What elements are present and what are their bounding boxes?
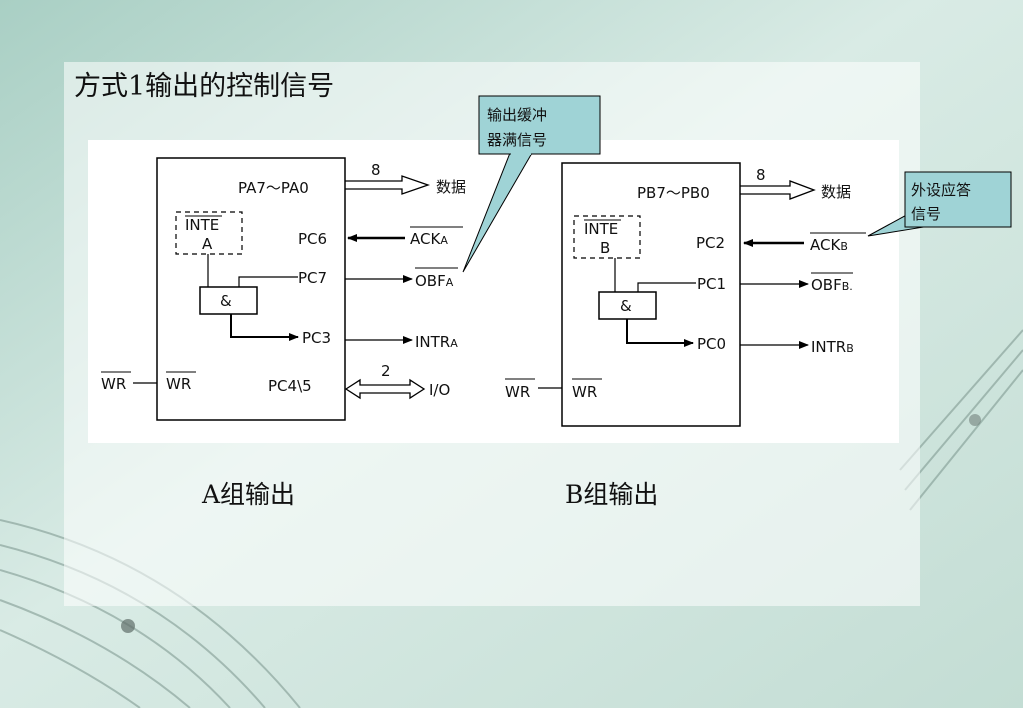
group-b-caption: B组输出 (565, 480, 659, 509)
obf-callout-line1: 输出缓冲 (487, 106, 547, 124)
ack-callout: 外设应答 信号 (867, 171, 1012, 237)
group-a-obf-label: OBFA (415, 272, 454, 290)
group-a-and-symbol: & (220, 292, 232, 310)
group-a-port-label: PA7～PA0 (238, 179, 309, 197)
ack-callout-line1: 外设应答 (911, 181, 971, 199)
group-b-pc1: PC1 (697, 275, 726, 293)
group-a-io-label: I/O (429, 381, 450, 399)
group-a-pc7-to-gate (238, 276, 298, 287)
group-a-ack-label: ACKA (410, 230, 448, 248)
group-b-ack-label: ACKB (810, 236, 848, 254)
group-b-pc1-to-gate (637, 282, 696, 292)
group-a-intr-label: INTRA (415, 333, 458, 351)
obf-callout-line2: 器满信号 (487, 131, 547, 149)
group-a-pc3: PC3 (302, 329, 331, 347)
group-b-pc0: PC0 (697, 335, 726, 353)
group-b-wr-external: WR (505, 383, 530, 401)
ack-callout-box (904, 171, 1012, 228)
ack-callout-seam (906, 213, 909, 226)
group-a-diagram: PA7～PA0 8 数据 INTE A PC6 ACKA & PC7 OBFA … (101, 157, 466, 421)
group-b-port-label: PB7～PB0 (637, 184, 710, 202)
group-b-bus-width: 8 (756, 166, 766, 184)
group-b-gate-to-pc0 (626, 319, 694, 347)
group-b-and-symbol: & (620, 297, 632, 315)
group-a-data-bus-arrow (345, 175, 430, 195)
group-a-gate-to-pc3 (230, 314, 299, 341)
group-a-pc6: PC6 (298, 230, 327, 248)
group-b-pc2: PC2 (696, 234, 725, 252)
group-a-caption: A组输出 (202, 480, 296, 509)
group-a-pc7: PC7 (298, 269, 327, 287)
group-b-wr-internal: WR (572, 383, 597, 401)
obf-callout-box (478, 95, 601, 155)
group-a-wr-internal: WR (166, 375, 191, 393)
group-b-data-label: 数据 (821, 183, 851, 201)
group-b-inte-sub: B (600, 239, 610, 257)
diagram-canvas (88, 140, 899, 443)
obf-callout: 输出缓冲 器满信号 (462, 95, 601, 273)
group-a-inte-label: INTE (185, 216, 219, 234)
group-a-io-bus-width: 2 (381, 362, 391, 380)
obf-callout-seam (511, 152, 531, 155)
group-a-pc45: PC4\5 (268, 377, 312, 395)
group-a-chip-box (156, 157, 346, 421)
group-b-chip-box (561, 162, 741, 427)
group-b-inte-label: INTE (584, 220, 618, 238)
group-a-and-gate (199, 286, 258, 315)
group-a-inte-sub: A (202, 235, 213, 253)
group-a-bus-width: 8 (371, 161, 381, 179)
group-a-data-label: 数据 (436, 178, 466, 196)
group-b-intr-label: INTRB (811, 338, 854, 356)
group-b-obf-label: OBFB. (811, 276, 853, 294)
group-b-data-bus-arrow (740, 180, 816, 200)
group-a-wr-external: WR (101, 375, 126, 393)
group-a-io-bus-arrow (344, 378, 426, 400)
slide-title: 方式1输出的控制信号 (74, 71, 335, 102)
ack-callout-line2: 信号 (911, 205, 941, 223)
group-b-diagram: PB7～PB0 8 数据 INTE B PC2 ACKB & PC1 OBFB.… (505, 162, 866, 427)
